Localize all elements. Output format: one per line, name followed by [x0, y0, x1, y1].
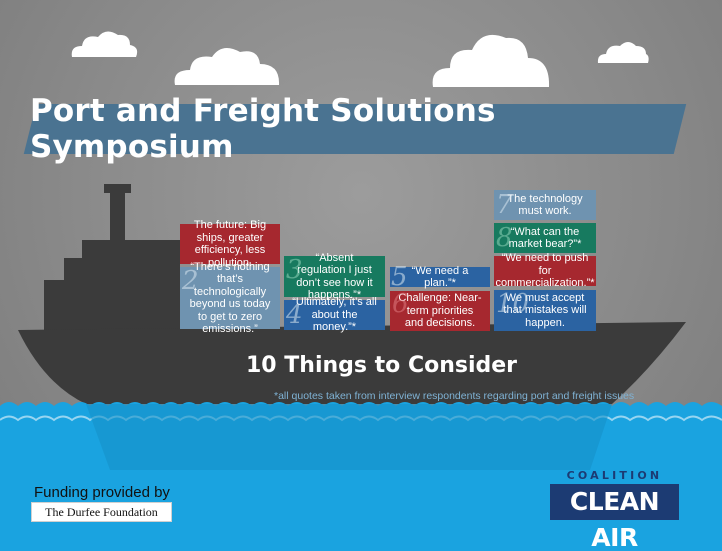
item-number-8: 8: [496, 223, 513, 253]
item-box-3: 3 “Absent regulation I just don’t see ho…: [284, 252, 385, 301]
item-box-2: 2 “There’s nothing that’s technologicall…: [180, 261, 280, 335]
item-text-9: “We need to push for commercialization.”…: [495, 252, 595, 290]
item-text-2: “There’s nothing that’s technologically …: [189, 260, 271, 336]
item-text-10: We must accept that mistakes will happen…: [503, 291, 587, 329]
coalition-logo: COALITION FOR CLEAN AIR: [550, 469, 679, 551]
cloud-right-large: [432, 34, 550, 87]
item-text-4: “Ultimately, it’s all about the money.”*: [292, 296, 377, 334]
cloud-left: [71, 31, 138, 57]
item-text-1: The future: Big ships, greater efficienc…: [193, 219, 267, 269]
logo-top-text: COALITION FOR: [566, 469, 663, 495]
item-text-5: “We need a plan.”*: [411, 264, 469, 290]
item-box-7: 7 The technology must work.: [494, 190, 596, 220]
item-box-5: 5 “We need a plan.”*: [390, 262, 490, 292]
item-box-9: “We need to push for commercialization.”…: [494, 252, 596, 289]
item-text-6: Challenge: Near-term priorities and deci…: [398, 292, 482, 330]
item-text-7: The technology must work.: [507, 192, 583, 218]
item-text-3: “Absent regulation I just don’t see how …: [296, 251, 373, 302]
cloud-right-small: [597, 42, 649, 63]
item-box-10: 10 We must accept that mistakes will hap…: [494, 290, 596, 331]
item-number-6: 6: [392, 289, 409, 319]
subtitle: 10 Things to Consider: [246, 353, 518, 378]
item-number-3: 3: [286, 255, 303, 285]
item-number-4: 4: [286, 300, 303, 330]
footnote: *all quotes taken from interview respond…: [274, 390, 635, 402]
logo-main-text: CLEAN AIR: [550, 484, 679, 551]
item-text-8: “What can the market bear?”*: [508, 225, 582, 251]
item-number-7: 7: [496, 190, 513, 220]
funding-label: Funding provided by: [34, 484, 170, 501]
item-number-2: 2: [182, 266, 199, 296]
item-number-5: 5: [391, 262, 408, 292]
item-box-6: 6 Challenge: Near-term priorities and de…: [390, 291, 490, 331]
cloud-center: [174, 48, 280, 85]
item-number-10: 10: [496, 289, 530, 319]
sponsor-logo: The Durfee Foundation: [31, 502, 172, 522]
item-box-4: 4 “Ultimately, it’s all about the money.…: [284, 296, 385, 333]
item-box-1: The future: Big ships, greater efficienc…: [180, 219, 280, 269]
item-box-8: 8 “What can the market bear?”*: [494, 223, 596, 253]
sponsor-name: The Durfee Foundation: [45, 504, 158, 519]
